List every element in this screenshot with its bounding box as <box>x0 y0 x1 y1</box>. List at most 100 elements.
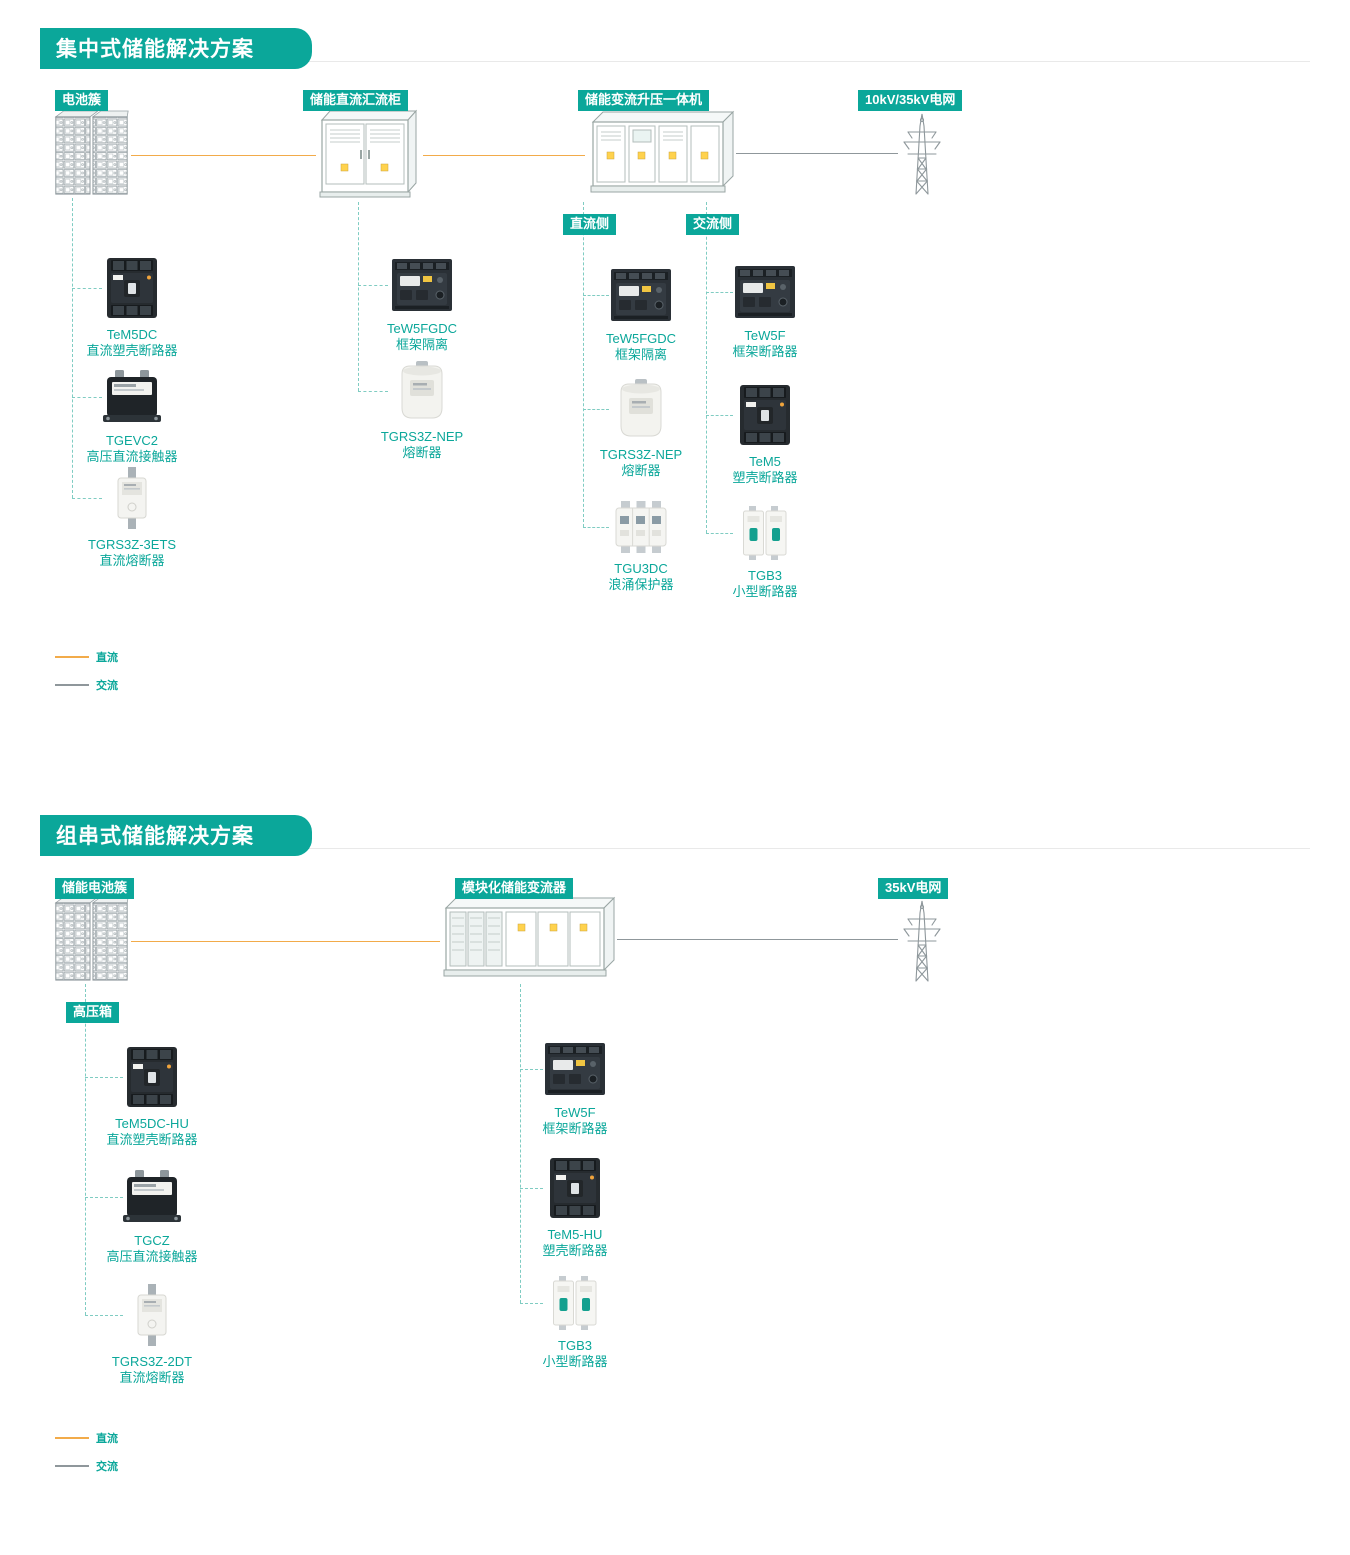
connector <box>85 1315 123 1316</box>
ac-side-label: 交流侧 <box>686 214 740 236</box>
modular-pcs-icon <box>440 894 616 984</box>
product-TeM5DC-HU: TeM5DC-HU 直流塑壳断路器 <box>92 1045 212 1149</box>
node-label-modular-pcs: 模块化储能变流器 <box>455 878 574 900</box>
product-name: TGCZ <box>134 1233 170 1248</box>
dc-contactor-icon <box>101 368 163 426</box>
legend-dc-label: 直流 <box>96 1433 118 1445</box>
acb-icon <box>733 263 797 321</box>
product-desc: 熔断器 <box>402 445 442 461</box>
product-desc: 框架隔离 <box>614 347 667 363</box>
product-name: TeW5FGDC <box>386 321 458 336</box>
connector <box>358 391 388 392</box>
section2-title: 组串式储能解决方案 <box>40 815 312 856</box>
product-TeM5-HU: TeM5-HU 塑壳断路器 <box>515 1156 635 1260</box>
product-name: TGU3DC <box>614 561 668 576</box>
product-desc: 直流塑壳断路器 <box>106 1132 198 1148</box>
legend-dc-line <box>55 1437 89 1439</box>
connector <box>706 533 733 534</box>
product-TGRS3Z-3ETS: TGRS3Z-3ETS 直流熔断器 <box>72 466 192 570</box>
dc-line-battery-pcs <box>131 941 440 942</box>
product-name: TeW5F <box>554 1105 596 1120</box>
product-desc: 塑壳断路器 <box>542 1243 608 1259</box>
node-label-grid-35kv: 35kV电网 <box>878 878 949 900</box>
product-name: TGRS3Z-3ETS <box>87 537 177 552</box>
product-TGU3DC: TGU3DC 浪涌保护器 <box>581 500 701 594</box>
product-TeW5F: TeW5F 框架断路器 <box>515 1040 635 1138</box>
connector <box>72 498 102 499</box>
connector <box>520 1188 543 1189</box>
product-desc: 高压直流接触器 <box>106 1249 198 1265</box>
connector <box>520 984 521 1303</box>
connector <box>706 415 733 416</box>
connector <box>583 527 609 528</box>
product-TGB3-ac: TGB3 小型断路器 <box>705 505 825 601</box>
acb-icon <box>390 256 454 314</box>
product-name: TGB3 <box>558 1338 592 1353</box>
mcb-icon <box>552 1275 598 1331</box>
product-name: TeM5DC-HU <box>115 1116 189 1131</box>
legend-ac-label: 交流 <box>96 680 118 692</box>
battery-rack-icon <box>52 896 130 984</box>
connector <box>520 1303 543 1304</box>
ac-line-pcs-grid <box>736 153 898 154</box>
node-label-dc-combiner: 储能直流汇流柜 <box>303 90 409 112</box>
blade-fuse-icon <box>112 466 152 530</box>
cylinder-fuse-icon <box>613 378 669 440</box>
product-name: TeW5FGDC <box>605 331 677 346</box>
product-name: TeM5 <box>749 454 781 469</box>
mccb-icon <box>737 383 793 447</box>
product-desc: 框架断路器 <box>542 1121 608 1137</box>
dc-side-label: 直流侧 <box>563 214 617 236</box>
product-TGCZ: TGCZ 高压直流接触器 <box>92 1168 212 1266</box>
dc-line-combiner-pcs <box>423 155 585 156</box>
node-label-grid-10-35kv: 10kV/35kV电网 <box>858 90 963 112</box>
connector <box>358 202 359 391</box>
product-name: TGRS3Z-NEP <box>380 429 464 444</box>
product-desc: 塑壳断路器 <box>732 470 798 486</box>
acb-icon <box>609 266 673 324</box>
product-name: TGRS3Z-NEP <box>599 447 683 462</box>
connector <box>358 285 388 286</box>
product-TGRS3Z-NEP-dc: TGRS3Z-NEP 熔断器 <box>581 378 701 480</box>
legend-dc-label: 直流 <box>96 652 118 664</box>
battery-rack-icon <box>52 110 130 198</box>
product-name: TeM5-HU <box>547 1227 603 1242</box>
product-TeW5FGDC-combiner: TeW5FGDC 框架隔离 <box>362 256 482 354</box>
product-desc: 框架隔离 <box>395 337 448 353</box>
product-name: TGRS3Z-2DT <box>111 1354 193 1369</box>
grid-tower-icon <box>898 895 946 983</box>
product-desc: 直流塑壳断路器 <box>86 343 178 359</box>
product-TGB3: TGB3 小型断路器 <box>515 1275 635 1371</box>
mccb-icon <box>124 1045 180 1109</box>
product-desc: 小型断路器 <box>732 584 798 600</box>
node-label-battery-cluster: 电池簇 <box>55 90 109 112</box>
grid-tower-icon <box>898 108 946 196</box>
product-desc: 熔断器 <box>621 463 661 479</box>
product-desc: 框架断路器 <box>732 344 798 360</box>
product-desc: 浪涌保护器 <box>608 577 674 593</box>
product-desc: 小型断路器 <box>542 1354 608 1370</box>
spd-icon <box>613 500 669 554</box>
product-TGEVC2: TGEVC2 高压直流接触器 <box>72 368 192 466</box>
dc-contactor-icon <box>121 1168 183 1226</box>
section1-divider <box>40 61 1310 62</box>
connector <box>72 288 102 289</box>
connector <box>520 1069 543 1070</box>
connector <box>85 984 86 1315</box>
dc-line-battery-combiner <box>131 155 316 156</box>
legend-ac-line <box>55 684 89 686</box>
product-TGRS3Z-NEP-combiner: TGRS3Z-NEP 熔断器 <box>362 360 482 462</box>
pcs-booster-icon <box>585 106 735 202</box>
acb-icon <box>543 1040 607 1098</box>
mccb-icon <box>547 1156 603 1220</box>
legend-ac-label: 交流 <box>96 1461 118 1473</box>
product-desc: 高压直流接触器 <box>86 449 178 465</box>
connector <box>85 1197 123 1198</box>
node-label-pcs-booster: 储能变流升压一体机 <box>578 90 710 112</box>
product-TeM5: TeM5 塑壳断路器 <box>705 383 825 487</box>
dc-combiner-cabinet-icon <box>316 106 422 202</box>
product-name: TeW5F <box>744 328 786 343</box>
blade-fuse-icon <box>132 1283 172 1347</box>
product-name: TeM5DC <box>106 327 158 342</box>
